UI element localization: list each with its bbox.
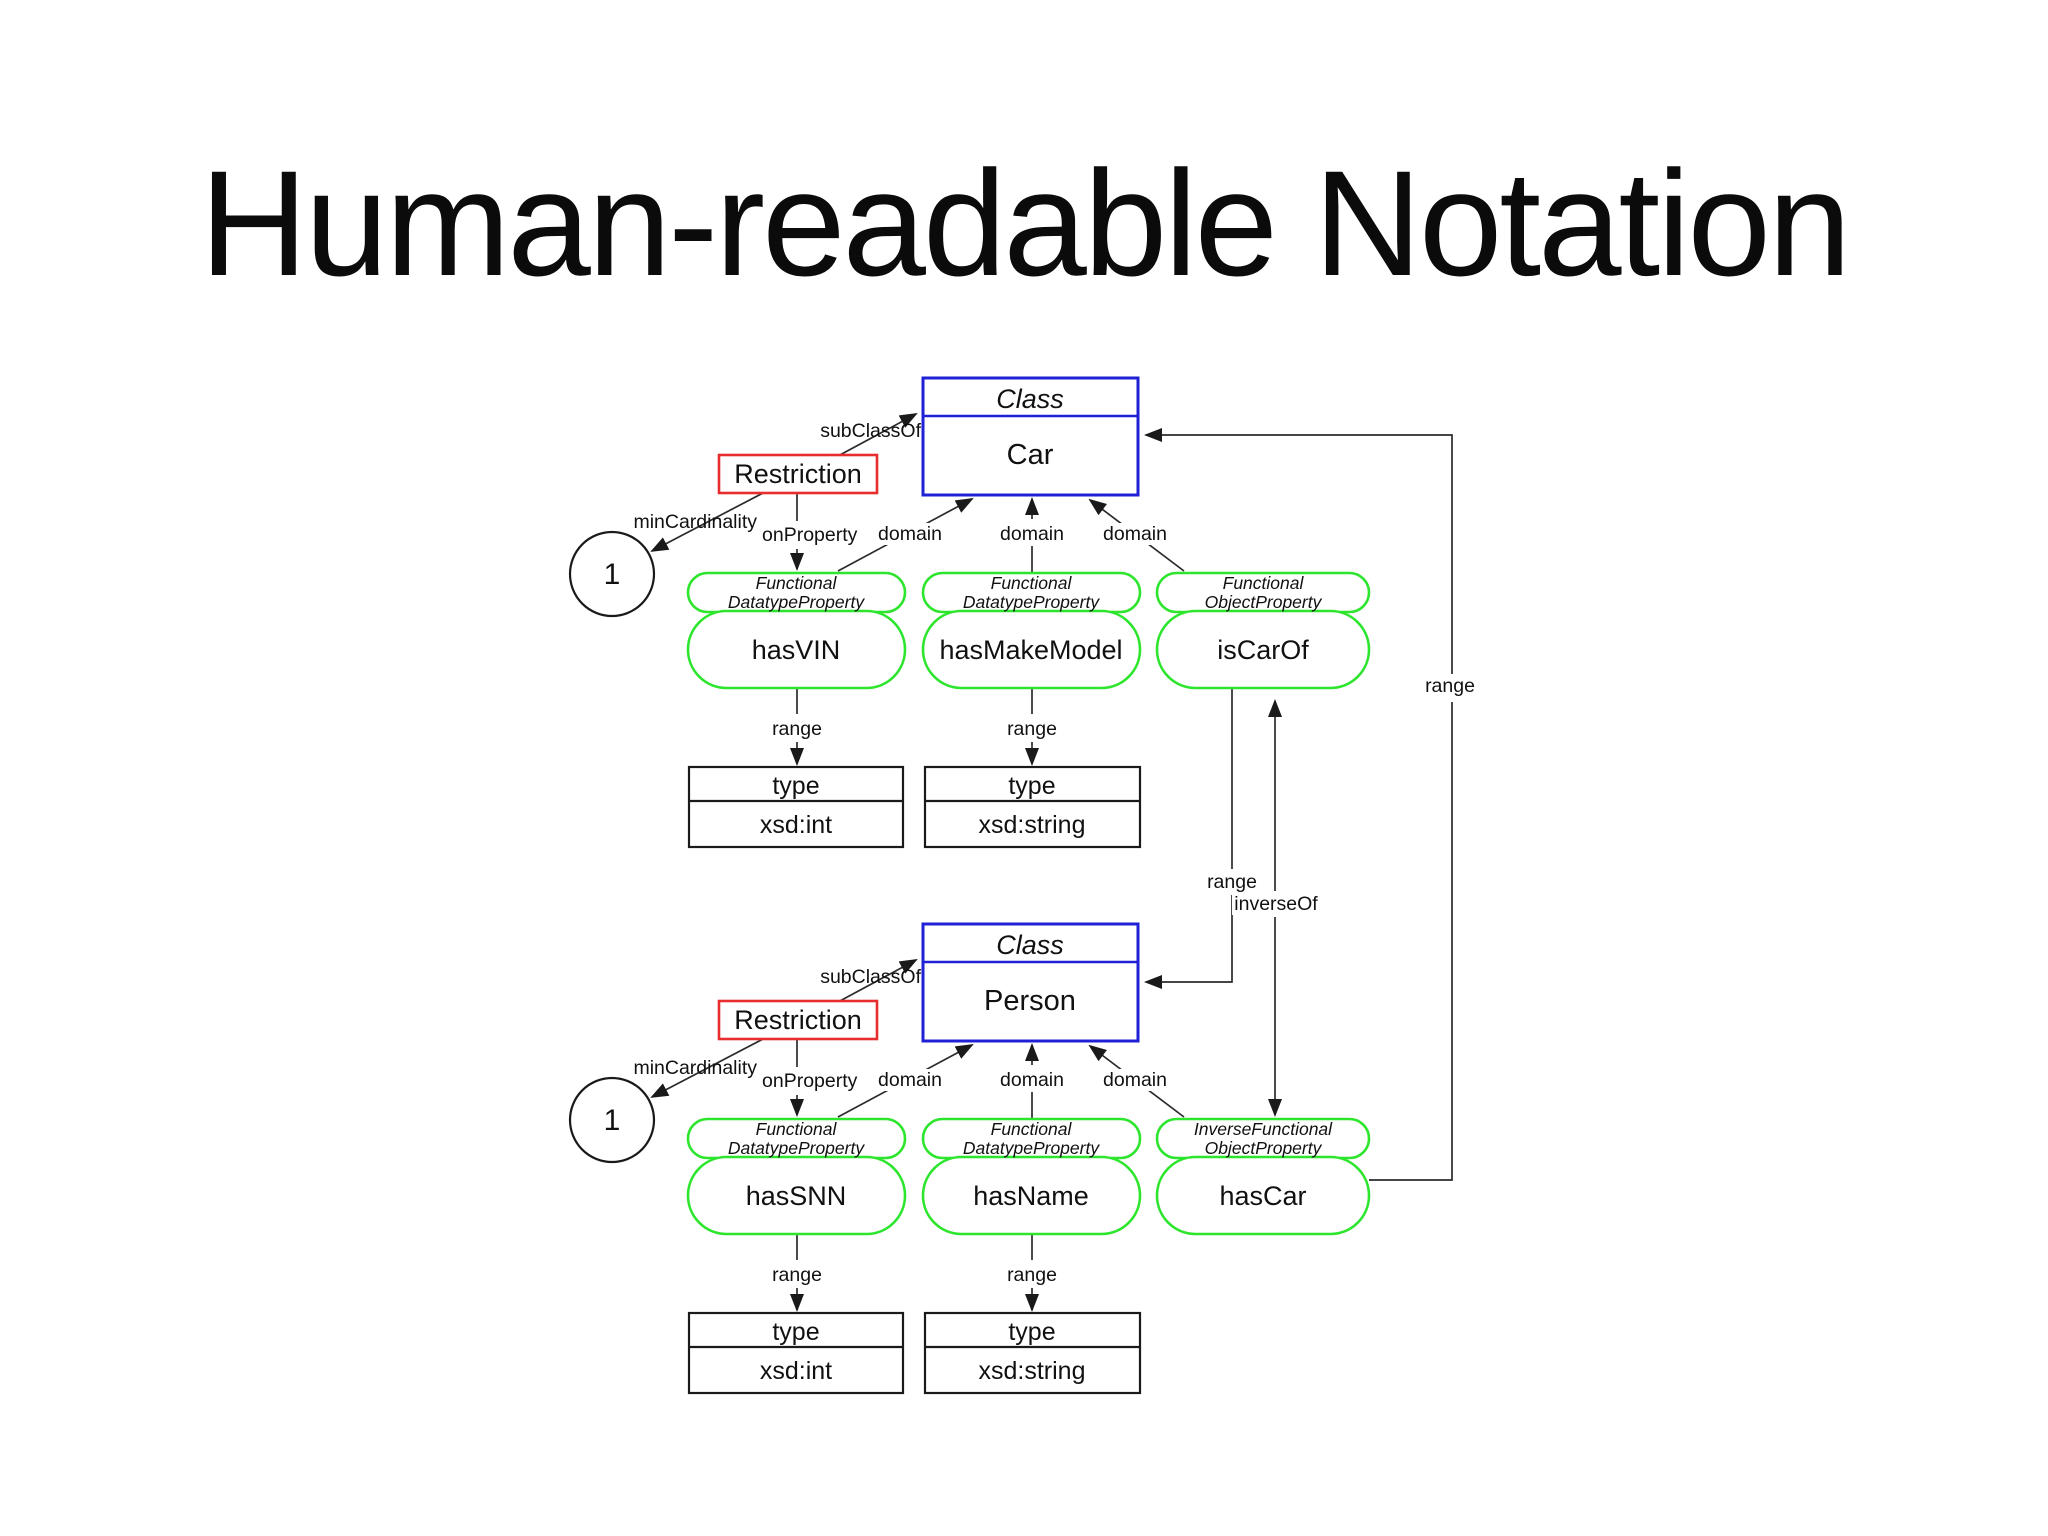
edge-labels-person-section: subClassOf minCardinality onProperty dom… <box>633 966 1169 1286</box>
person-cardinality-value: 1 <box>604 1104 621 1137</box>
range-label-hasname: range <box>1007 1264 1057 1286</box>
onproperty-label-person: onProperty <box>762 1070 858 1092</box>
hascar-name-pill <box>1155 1155 1371 1236</box>
mincardinality-label-car: minCardinality <box>633 511 757 533</box>
iscarof-name-pill <box>1155 609 1371 690</box>
mincardinality-label-person: minCardinality <box>633 1057 757 1079</box>
hasmakemodel-name-pill <box>921 609 1142 690</box>
mincardinality-arrow-car <box>650 492 764 552</box>
range-arrow-iscarof-person-b <box>1144 895 1233 989</box>
onproperty-label-car: onProperty <box>762 524 858 546</box>
range-label-hassnn: range <box>772 1264 822 1286</box>
car-int-type-value: xsd:int <box>760 811 832 839</box>
car-restriction-label: Restriction <box>734 459 862 489</box>
iscarof-name: isCarOf <box>1217 635 1309 665</box>
slide-title: Human-readable Notation <box>199 139 1852 307</box>
hasmakemodel-name: hasMakeModel <box>939 635 1122 665</box>
range-label-hasmakemodel: range <box>1007 718 1057 740</box>
subclassof-label-car: subClassOf <box>820 420 921 442</box>
hassnn-stereotype-line1: Functional <box>756 1119 838 1139</box>
domain-label-hasmakemodel: domain <box>1000 523 1064 545</box>
hasname-name: hasName <box>973 1181 1089 1211</box>
person-restriction-label: Restriction <box>734 1005 862 1035</box>
edges-car-section <box>650 413 1453 1181</box>
domain-label-hasname: domain <box>1000 1069 1064 1091</box>
car-class-node: Class Car <box>921 376 1140 497</box>
property-node-hascar: InverseFunctional ObjectProperty hasCar <box>1155 1117 1371 1236</box>
car-int-type-box <box>687 765 905 849</box>
car-string-type-header: type <box>1008 772 1055 800</box>
person-class-node: Class Person <box>921 922 1140 1043</box>
range-arrow-hascar-car-a <box>1369 702 1453 1181</box>
type-node-person-int: type xsd:int <box>687 1311 905 1395</box>
range-label-hasvin: range <box>772 718 822 740</box>
hasvin-stereotype-line2: DatatypeProperty <box>728 592 865 612</box>
range-label-iscarof: range <box>1207 871 1257 893</box>
person-int-type-header: type <box>772 1318 819 1346</box>
type-node-person-string: type xsd:string <box>923 1311 1142 1395</box>
type-node-car-string: type xsd:string <box>923 765 1142 849</box>
hasmakemodel-stereotype-line1: Functional <box>991 573 1073 593</box>
inverseof-label: inverseOf <box>1234 893 1318 915</box>
hassnn-name-pill <box>686 1155 907 1236</box>
hasmakemodel-stereotype-line2: DatatypeProperty <box>963 592 1100 612</box>
property-node-iscarof: Functional ObjectProperty isCarOf <box>1155 571 1371 690</box>
iscarof-stereotype-line1: Functional <box>1223 573 1305 593</box>
mincardinality-arrow-person <box>650 1038 764 1098</box>
hascar-name: hasCar <box>1219 1181 1306 1211</box>
hasvin-name: hasVIN <box>752 635 841 665</box>
person-string-type-box <box>923 1311 1142 1395</box>
person-int-type-box <box>687 1311 905 1395</box>
subclassof-arrow-car <box>837 413 918 457</box>
car-cardinality-node: 1 <box>568 530 656 618</box>
hassnn-stereotype-line2: DatatypeProperty <box>728 1138 865 1158</box>
property-node-hasname: Functional DatatypeProperty hasName <box>921 1117 1142 1236</box>
car-restriction-node: Restriction <box>717 453 879 495</box>
domain-label-hascar: domain <box>1103 1069 1167 1091</box>
hascar-stereotype-line1: InverseFunctional <box>1194 1119 1333 1139</box>
car-class-stereotype: Class <box>996 384 1064 414</box>
person-cardinality-node: 1 <box>568 1076 656 1164</box>
person-class-box <box>921 922 1140 1043</box>
domain-label-hassnn: domain <box>878 1069 942 1091</box>
car-string-type-box <box>923 765 1142 849</box>
person-cardinality-circle <box>568 1076 656 1164</box>
hasname-name-pill <box>921 1155 1142 1236</box>
car-int-type-header: type <box>772 772 819 800</box>
car-string-type-value: xsd:string <box>979 811 1086 839</box>
person-class-name: Person <box>984 985 1076 1017</box>
hasname-stereotype-line2: DatatypeProperty <box>963 1138 1100 1158</box>
hassnn-name: hasSNN <box>746 1181 847 1211</box>
property-node-hassnn: Functional DatatypeProperty hasSNN <box>686 1117 907 1236</box>
hasvin-stereotype-line1: Functional <box>756 573 838 593</box>
type-node-car-int: type xsd:int <box>687 765 905 849</box>
person-class-stereotype: Class <box>996 930 1064 960</box>
car-class-name: Car <box>1007 439 1054 471</box>
range-label-hascar: range <box>1425 675 1475 697</box>
property-node-hasmakemodel: Functional DatatypeProperty hasMakeModel <box>921 571 1142 690</box>
car-restriction-box <box>717 453 879 495</box>
subclassof-label-person: subClassOf <box>820 966 921 988</box>
hasvin-name-pill <box>686 609 907 690</box>
car-class-box <box>921 376 1140 497</box>
property-node-hasvin: Functional DatatypeProperty hasVIN <box>686 571 907 690</box>
iscarof-stereotype-line2: ObjectProperty <box>1205 592 1323 612</box>
car-cardinality-value: 1 <box>604 558 621 591</box>
subclassof-arrow-person <box>837 959 918 1003</box>
edge-labels-car-section: subClassOf minCardinality onProperty dom… <box>633 420 1479 915</box>
person-restriction-node: Restriction <box>717 999 879 1041</box>
range-arrow-hascar-car-b <box>1144 428 1453 674</box>
person-string-type-value: xsd:string <box>979 1357 1086 1385</box>
hasname-stereotype-line1: Functional <box>991 1119 1073 1139</box>
hascar-stereotype-line2: ObjectProperty <box>1205 1138 1323 1158</box>
domain-label-iscarof: domain <box>1103 523 1167 545</box>
domain-label-hasvin: domain <box>878 523 942 545</box>
person-string-type-header: type <box>1008 1318 1055 1346</box>
car-cardinality-circle <box>568 530 656 618</box>
person-int-type-value: xsd:int <box>760 1357 832 1385</box>
person-restriction-box <box>717 999 879 1041</box>
